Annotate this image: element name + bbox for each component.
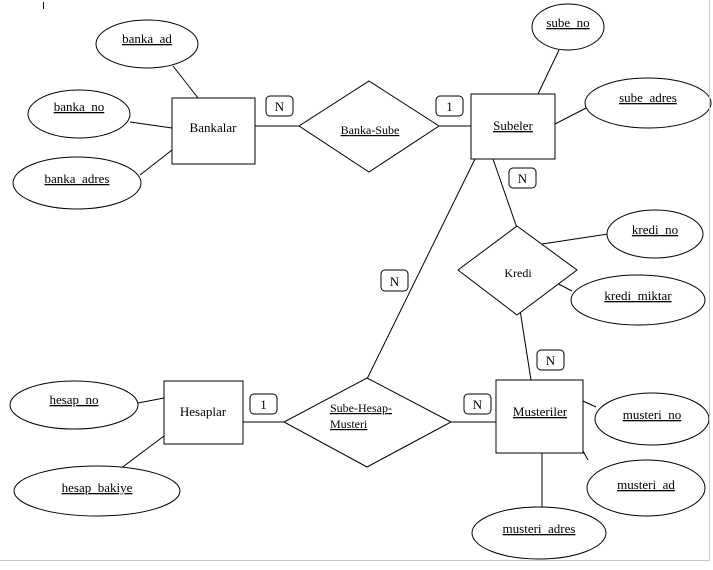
attribute-hesap-bakiye-shape xyxy=(13,465,181,517)
attribute-sube-adres-shape xyxy=(584,77,712,129)
attribute-musteri-ad-shape xyxy=(586,459,706,517)
relationship-sube-hesap-musteri-shape xyxy=(282,377,453,468)
cardinality-subeler-shm: N xyxy=(390,274,400,289)
line-subeler-subeadres xyxy=(554,105,591,125)
attribute-sube-no-shape xyxy=(531,3,605,51)
line-bankalar-bankaad xyxy=(172,65,199,99)
attribute-kredi-miktar-label: kredi_miktar xyxy=(604,288,672,303)
entity-hesaplar-label: Hesaplar xyxy=(180,404,227,419)
cardinality-bankalar-bankasube: N xyxy=(275,99,285,114)
line-hesaplar-hesapbakiye xyxy=(119,435,165,470)
entity-musteriler-label: Musteriler xyxy=(513,404,568,419)
entity-musteriler-box xyxy=(495,379,584,454)
line-musteriler-musterino xyxy=(582,400,597,408)
line-musteriler-musteriad xyxy=(582,450,589,461)
cardinality-musteriler-kredi: N xyxy=(546,353,556,368)
cardinality-box-subeler-kredi xyxy=(508,167,537,189)
attribute-hesap-no-shape xyxy=(9,380,139,430)
line-hesaplar-hesapno xyxy=(137,397,165,404)
entity-subeler-box xyxy=(470,93,556,160)
attribute-musteri-ad-label: musteri_ad xyxy=(617,477,675,492)
attribute-hesap-bakiye-label: hesap_bakiye xyxy=(62,480,133,495)
attribute-musteri-adres-shape xyxy=(471,506,607,560)
line-subeler-subeno xyxy=(537,49,560,95)
attribute-kredi-miktar-shape xyxy=(570,274,706,326)
page-edge-bottom xyxy=(0,560,710,561)
cardinality-box-bankalar-bankasube xyxy=(265,95,294,117)
line-kredi-musteriler xyxy=(519,309,532,381)
attribute-banka-ad-label: banka_ad xyxy=(122,31,172,46)
cardinality-subeler-kredi: N xyxy=(518,171,528,186)
cardinality-musteriler-shm: N xyxy=(473,397,483,412)
attribute-banka-adres-shape xyxy=(12,156,142,210)
cardinality-box-musteriler-shm xyxy=(463,393,492,415)
entity-subeler-label: Subeler xyxy=(493,118,533,133)
line-bankalar-bankano xyxy=(129,121,173,129)
attribute-kredi-no-shape xyxy=(606,209,704,259)
relationship-sube-hesap-musteri-label-line1: Sube-Hesap- xyxy=(330,401,392,415)
relationship-kredi-shape xyxy=(457,225,578,316)
attribute-musteri-adres-label: musteri_adres xyxy=(503,521,576,536)
attribute-kredi-no-label: kredi_no xyxy=(632,222,678,237)
cardinality-box-musteriler-kredi xyxy=(536,349,565,371)
text-cursor xyxy=(43,2,44,9)
entity-hesaplar-box xyxy=(163,380,244,445)
line-subeler-kredi xyxy=(492,158,518,229)
cardinality-box-subeler-bankasube xyxy=(435,95,464,117)
entity-bankalar-label: Bankalar xyxy=(190,120,238,135)
relationship-banka-sube-shape xyxy=(298,80,440,173)
line-bankalar-bankaadres xyxy=(139,149,173,176)
cardinality-hesaplar-shm: 1 xyxy=(260,397,267,412)
page-edge-right xyxy=(709,0,710,560)
attribute-sube-no-label: sube_no xyxy=(546,15,589,30)
attribute-banka-adres-label: banka_adres xyxy=(45,171,110,186)
cardinality-box-hesaplar-shm xyxy=(249,393,278,415)
attribute-sube-adres-label: sube_adres xyxy=(619,90,677,105)
attribute-banka-ad-shape xyxy=(95,19,199,69)
attribute-musteri-no-label: musteri_no xyxy=(623,407,682,422)
relationship-banka-sube-label: Banka-Sube xyxy=(341,123,400,137)
attribute-banka-no-shape xyxy=(27,89,131,139)
line-kredi-kredino xyxy=(541,233,609,245)
entity-bankalar-box xyxy=(171,97,256,165)
attribute-banka-no-label: banka_no xyxy=(54,99,105,114)
cardinality-box-subeler-shm xyxy=(380,269,409,292)
relationship-sube-hesap-musteri-label-line2: Musteri xyxy=(330,417,368,431)
attribute-hesap-no-label: hesap_no xyxy=(49,392,98,407)
line-subeler-shm xyxy=(365,158,476,382)
cardinality-subeler-bankasube: 1 xyxy=(446,99,453,114)
relationship-kredi-label: Kredi xyxy=(504,266,532,280)
